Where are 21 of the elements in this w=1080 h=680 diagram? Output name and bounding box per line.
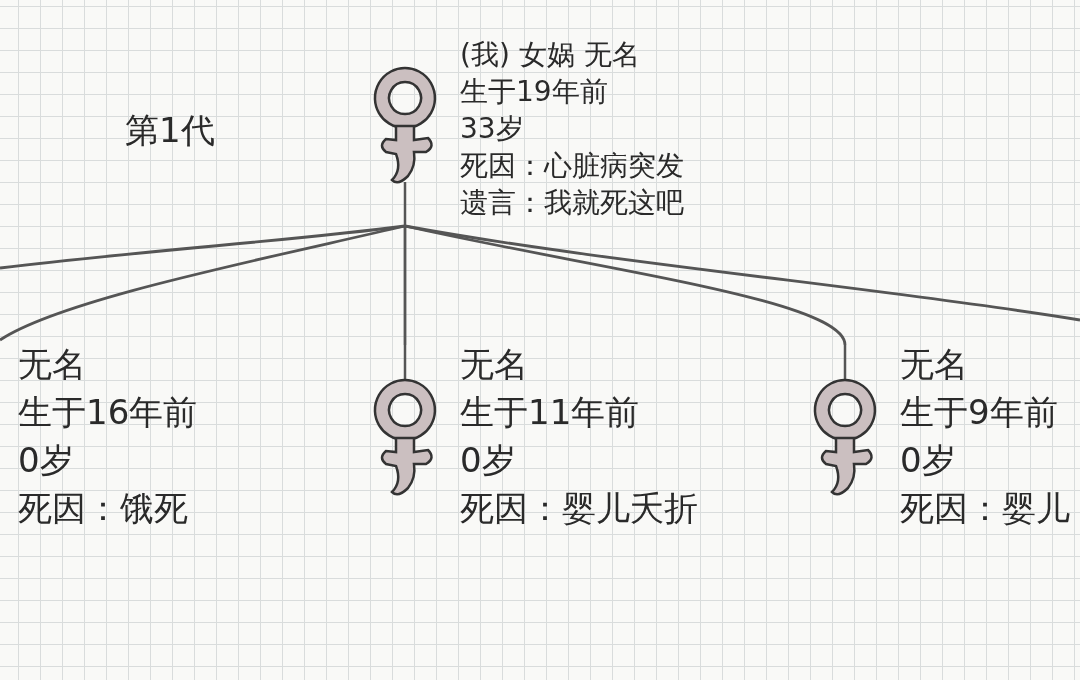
info-text: 生于16年前 — [18, 391, 198, 434]
info-text: 死因：心脏病突发 — [460, 148, 684, 184]
connector-line — [404, 224, 1080, 322]
info-text: 0岁 — [18, 439, 74, 482]
info-text: 生于9年前 — [900, 391, 1058, 434]
info-text: 33岁 — [460, 111, 524, 147]
info-text: 0岁 — [900, 439, 956, 482]
info-text: (我) 女娲 无名 — [460, 37, 640, 73]
info-text: 生于19年前 — [460, 74, 608, 110]
info-text: 遗言：我就死这吧 — [460, 185, 684, 221]
info-text: 死因：婴儿 — [900, 487, 1070, 530]
generation-label: 第1代 — [125, 109, 215, 152]
info-text: 无名 — [900, 343, 968, 386]
connector-line — [403, 226, 407, 345]
info-text: 无名 — [460, 343, 528, 386]
info-text: 生于11年前 — [460, 391, 640, 434]
info-text: 死因：婴儿夭折 — [460, 487, 698, 530]
info-text: 死因：饿死 — [18, 487, 188, 530]
connector-line — [0, 224, 406, 342]
info-text: 0岁 — [460, 439, 516, 482]
info-text: 无名 — [18, 343, 86, 386]
